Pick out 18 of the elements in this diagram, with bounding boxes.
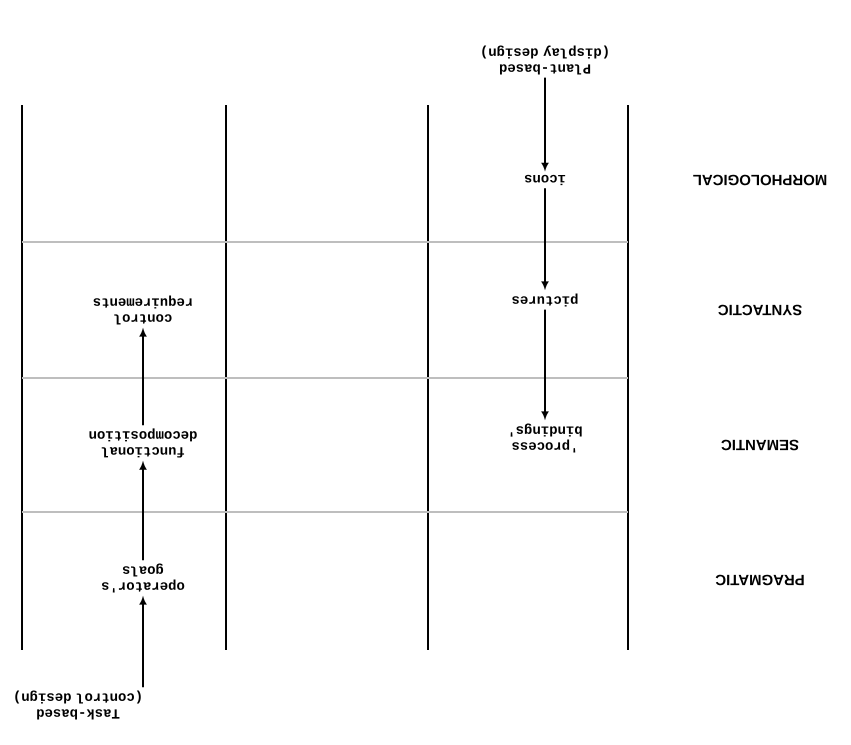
arrow xyxy=(542,78,548,170)
stage-label: control requirements xyxy=(94,296,192,324)
arrow xyxy=(140,330,146,426)
stage-label: icons xyxy=(524,174,566,186)
row-label: PRAGMATIC xyxy=(716,574,804,586)
stage-label: functional decomposition xyxy=(89,428,197,458)
arrow xyxy=(140,463,146,560)
arrow xyxy=(542,310,548,418)
row-label: MORPHOLOGICAL xyxy=(693,174,826,186)
arrow xyxy=(140,598,146,688)
stage-label: Task-based (control design) xyxy=(15,690,141,720)
stage-label: 'process bindings' xyxy=(510,423,582,452)
stage-label: pictures xyxy=(512,294,578,306)
row-label: SEMANTIC xyxy=(721,440,799,450)
arrow xyxy=(542,188,548,288)
row-label: SYNTACTIC xyxy=(718,304,802,316)
stage-label: operator's goals xyxy=(102,563,184,592)
stage-label: Plant-based (display design) xyxy=(482,46,608,74)
